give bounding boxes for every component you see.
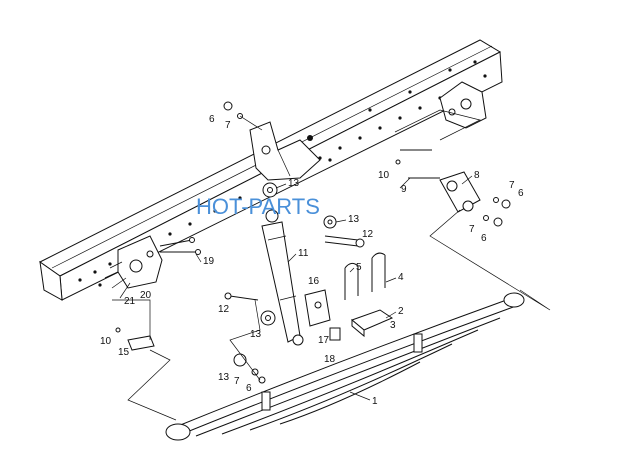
callout-17: 17	[318, 335, 330, 346]
shackle-8	[439, 171, 481, 213]
u-bolts	[344, 252, 386, 300]
callout-13-top: 13	[288, 178, 300, 189]
callout-10-right: 10	[378, 170, 390, 181]
callout-12-right: 12	[362, 229, 374, 240]
callout-13-mid: 13	[250, 329, 262, 340]
callout-labels: 1 2 3 4 5 6 6 6 6 7 7 7 7 8 9 10 10 11 1…	[100, 114, 524, 407]
callout-leaders	[195, 175, 473, 401]
callout-6-top: 6	[209, 114, 215, 125]
explode-lines	[112, 109, 551, 421]
washer-13-bottom	[233, 353, 247, 367]
callout-15: 15	[118, 347, 130, 358]
callout-7-right-lower: 7	[469, 224, 475, 235]
callout-7-bottom: 7	[234, 376, 240, 387]
rear-pins-9	[395, 149, 440, 179]
callout-3: 3	[390, 320, 396, 331]
callout-19: 19	[203, 256, 215, 267]
callout-7-right-upper: 7	[509, 180, 515, 191]
callout-5: 5	[356, 262, 362, 273]
bolt-19	[159, 237, 201, 255]
callout-8: 8	[474, 170, 480, 181]
clamp-plate	[351, 309, 394, 338]
callout-6-bottom: 6	[246, 383, 252, 394]
callout-10-left: 10	[100, 336, 112, 347]
front-hanger-bracket	[104, 235, 163, 299]
lower-bracket-16	[304, 289, 331, 327]
shock-absorber	[261, 209, 304, 346]
callout-6-right-upper: 6	[518, 188, 524, 199]
callout-4: 4	[398, 272, 404, 283]
callout-21: 21	[124, 296, 136, 307]
spacer-18	[329, 327, 341, 341]
spring-pin-15	[115, 327, 155, 351]
watermark-text: HOT-PARTS	[196, 194, 320, 219]
callout-2: 2	[398, 306, 404, 317]
nuts-rear	[483, 197, 511, 227]
bolt-12-right	[324, 235, 365, 248]
callout-6-right-lower: 6	[481, 233, 487, 244]
shock-upper-bracket	[249, 121, 321, 181]
callout-12-left: 12	[218, 304, 230, 315]
rear-hanger-bracket	[439, 81, 487, 129]
callout-13-right: 13	[348, 214, 360, 225]
callout-13-bottom: 13	[218, 372, 230, 383]
bolt-12-left	[224, 292, 259, 301]
callout-9: 9	[401, 184, 407, 195]
nut-washer-top	[223, 101, 263, 131]
leaf-spring	[165, 292, 525, 441]
callout-20: 20	[140, 290, 152, 301]
callout-16: 16	[308, 276, 320, 287]
callout-1: 1	[372, 396, 378, 407]
callout-7-top: 7	[225, 120, 231, 131]
callout-11: 11	[298, 248, 309, 259]
callout-18: 18	[324, 354, 336, 365]
